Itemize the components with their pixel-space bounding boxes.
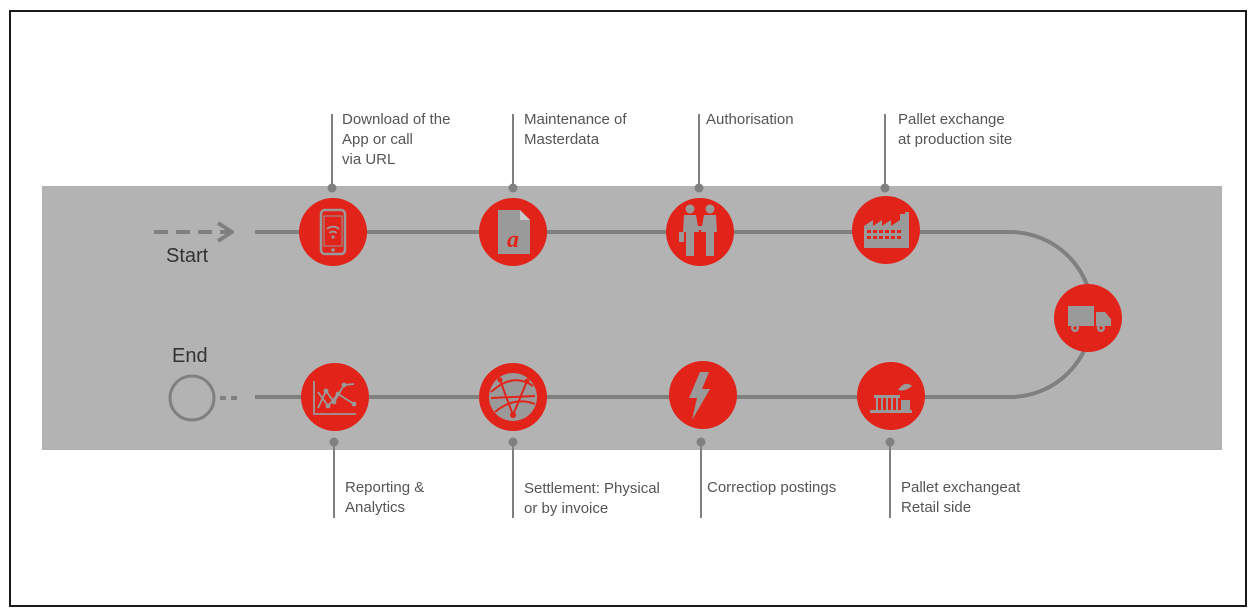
- end-label: End: [172, 345, 208, 367]
- analytics-chart-icon: [301, 363, 369, 431]
- end-circle-icon: [168, 374, 238, 422]
- retail-store-icon: [857, 362, 925, 430]
- svg-text:a: a: [507, 227, 519, 253]
- factory-icon: [852, 196, 920, 264]
- document-a-icon: a: [479, 198, 547, 266]
- step-masterdata-label: Maintenance of Masterdata: [524, 111, 627, 148]
- step-production-exchange-label: Pallet exchange at production site: [898, 111, 1013, 148]
- network-globe-icon: [479, 363, 547, 431]
- start-arrow-icon: [154, 221, 234, 243]
- step-retail-exchange-label: Pallet exchangeat Retail side: [901, 479, 1021, 516]
- lightning-bolt-icon: [669, 361, 737, 429]
- handshake-icon: [666, 198, 734, 266]
- step-settlement-label: Settlement: Physical or by invoice: [524, 480, 660, 517]
- step-reporting-label: Reporting & Analytics: [345, 479, 425, 516]
- step-correction-label: Correctiop postings: [707, 479, 837, 496]
- step-download-label: Download of the App or call via URL: [342, 111, 451, 168]
- smartphone-wifi-icon: [299, 198, 367, 266]
- start-label: Start: [166, 245, 209, 267]
- truck-icon: [1054, 284, 1122, 352]
- step-authorisation-label: Authorisation: [706, 111, 794, 128]
